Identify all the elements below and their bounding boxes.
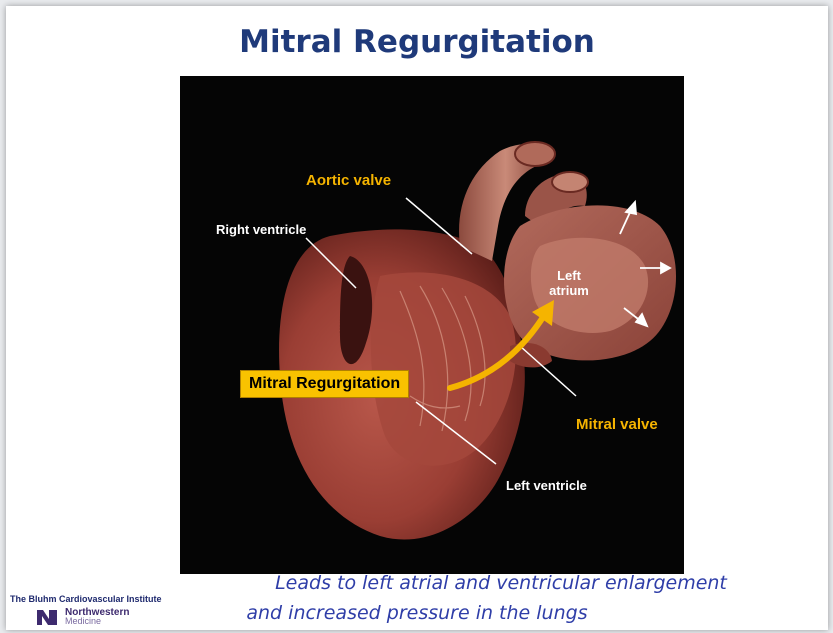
slide: Mitral Regurgitation: [6, 6, 828, 630]
slide-title: Mitral Regurgitation: [6, 24, 828, 60]
mitral-regurgitation-callout: Mitral Regurgitation: [240, 370, 409, 398]
label-right-ventricle: Right ventricle: [216, 222, 306, 237]
label-left-ventricle: Left ventricle: [506, 478, 587, 493]
heart-illustration: Aortic valve Right ventricle Left atrium…: [180, 76, 684, 574]
caption-line-1: Leads to left atrial and ventricular enl…: [90, 572, 833, 594]
northwestern-logo-icon: [36, 608, 62, 626]
label-left-atrium-line1: Left: [544, 268, 594, 283]
label-aortic-valve: Aortic valve: [306, 172, 391, 189]
label-left-atrium-line2: atrium: [544, 283, 594, 298]
label-left-atrium: Left atrium: [544, 268, 594, 298]
logo-institute: The Bluhm Cardiovascular Institute: [10, 594, 162, 604]
label-mitral-valve: Mitral valve: [576, 416, 658, 433]
logo-sub: Medicine: [65, 617, 129, 626]
heart-drawing: [180, 76, 684, 574]
logo: Northwestern Medicine: [36, 608, 129, 626]
